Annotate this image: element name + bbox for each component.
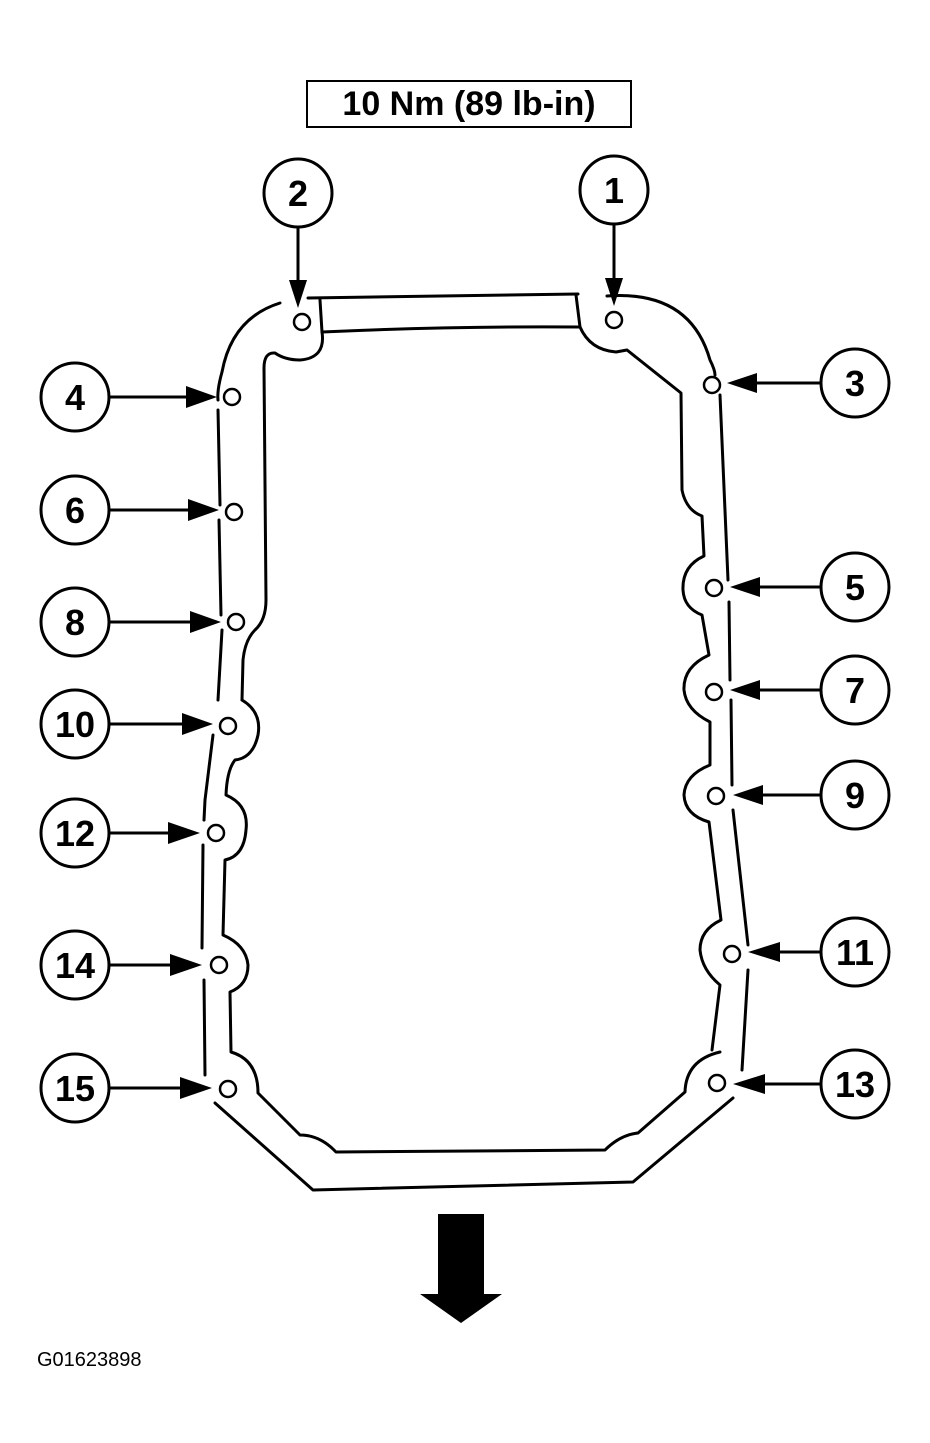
callout-15: 15 <box>39 1052 212 1124</box>
callout-12: 12 <box>39 797 200 869</box>
arrowhead-icon <box>748 942 780 962</box>
torque-spec-label: 10 Nm (89 lb-in) <box>342 84 596 123</box>
callout-14: 14 <box>39 929 202 1001</box>
callout-number: 12 <box>55 813 95 854</box>
callout-13: 13 <box>733 1048 891 1120</box>
callout-number: 1 <box>604 170 624 211</box>
callout-6: 6 <box>39 474 219 546</box>
bolt-hole-5[interactable] <box>704 578 724 598</box>
callout-7: 7 <box>730 654 891 726</box>
figure-id: G01623898 <box>37 1349 142 1371</box>
arrowhead-icon <box>730 680 760 700</box>
callout-2: 2 <box>262 157 334 308</box>
arrowhead-icon <box>190 611 221 633</box>
callout-5: 5 <box>730 551 891 623</box>
callout-1: 1 <box>578 154 650 306</box>
bolt-hole-11[interactable] <box>722 944 742 964</box>
bolt-hole-3[interactable] <box>702 375 722 395</box>
bolt-hole-4[interactable] <box>222 387 242 407</box>
bolt-hole-15[interactable] <box>218 1079 238 1099</box>
arrowhead-icon <box>170 954 202 976</box>
callout-8: 8 <box>39 586 221 658</box>
callout-number: 13 <box>835 1064 875 1105</box>
callout-number: 15 <box>55 1068 95 1109</box>
bolt-hole-13[interactable] <box>707 1073 727 1093</box>
bolt-hole-12[interactable] <box>206 823 226 843</box>
callout-number: 9 <box>845 775 865 816</box>
arrowhead-icon <box>605 278 623 306</box>
bolt-hole-14[interactable] <box>209 955 229 975</box>
arrowhead-icon <box>186 386 217 408</box>
callout-number: 5 <box>845 567 865 608</box>
callout-3: 3 <box>727 347 891 419</box>
thick-down-arrow-icon <box>420 1214 502 1323</box>
callout-number: 3 <box>845 363 865 404</box>
callout-number: 10 <box>55 704 95 745</box>
bolt-hole-2[interactable] <box>292 312 312 332</box>
callout-number: 14 <box>55 945 95 986</box>
arrowhead-icon <box>168 822 200 844</box>
arrowhead-icon <box>733 785 763 805</box>
arrowhead-icon <box>182 713 213 735</box>
bolt-hole-6[interactable] <box>224 502 244 522</box>
arrowhead-icon <box>188 499 219 521</box>
bolt-holes <box>206 310 742 1099</box>
callout-number: 6 <box>65 490 85 531</box>
callout-number: 4 <box>65 377 85 418</box>
arrowhead-icon <box>289 280 307 308</box>
arrowhead-icon <box>730 577 760 597</box>
gasket-outline <box>200 292 750 1192</box>
bolt-hole-8[interactable] <box>226 612 246 632</box>
callout-number: 11 <box>836 932 874 973</box>
callout-9: 9 <box>733 759 891 831</box>
callout-number: 8 <box>65 602 85 643</box>
callout-4: 4 <box>39 361 217 433</box>
torque-spec-box: 10 Nm (89 lb-in) <box>306 80 632 128</box>
callout-11: 11 <box>748 916 891 988</box>
arrowhead-icon <box>733 1074 765 1094</box>
bolt-hole-7[interactable] <box>704 682 724 702</box>
bolt-hole-1[interactable] <box>604 310 624 330</box>
arrowhead-icon <box>727 373 757 393</box>
bolt-hole-9[interactable] <box>706 786 726 806</box>
arrowhead-icon <box>180 1077 212 1099</box>
callout-number: 7 <box>845 670 865 711</box>
bolt-hole-10[interactable] <box>218 716 238 736</box>
callout-10: 10 <box>39 688 213 760</box>
callout-number: 2 <box>288 173 308 214</box>
